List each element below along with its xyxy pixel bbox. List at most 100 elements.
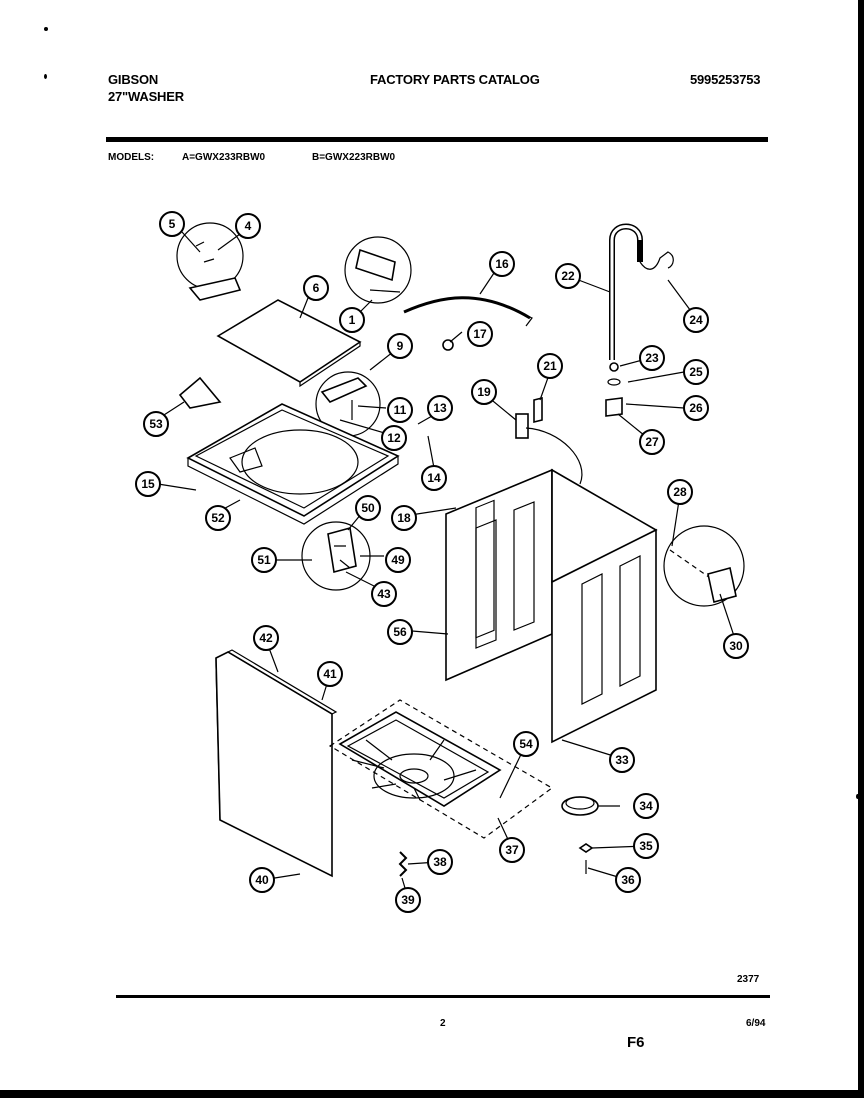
models-label: MODELS: — [108, 152, 155, 163]
callout-28: 28 — [667, 479, 693, 505]
callout-number: 25 — [689, 365, 703, 379]
callout-30: 30 — [723, 633, 749, 659]
callout-number: 54 — [519, 737, 533, 751]
callout-circle — [723, 633, 749, 659]
callout-number: 22 — [561, 269, 575, 283]
callout-circle — [303, 275, 329, 301]
model-a: A=GWX233RBW0 — [182, 152, 266, 163]
callout-number: 52 — [211, 511, 225, 525]
scan-edge-right — [858, 0, 864, 1098]
scan-speck — [44, 27, 48, 31]
callout-number: 34 — [639, 799, 653, 813]
callout-number: 38 — [433, 855, 447, 869]
callout-36: 36 — [615, 867, 641, 893]
callout-circle — [537, 353, 563, 379]
callout-circle — [615, 867, 641, 893]
callout-circle — [381, 425, 407, 451]
callout-number: 5 — [169, 217, 176, 231]
callout-19: 19 — [471, 379, 497, 405]
callout-50: 50 — [355, 495, 381, 521]
callout-circle — [427, 849, 453, 875]
callout-number: 51 — [257, 553, 271, 567]
callout-51: 51 — [251, 547, 277, 573]
detail-inset-latch — [301, 521, 371, 591]
callout-circle — [385, 547, 411, 573]
callout-circle — [667, 479, 693, 505]
callout-33: 33 — [609, 747, 635, 773]
callout-38: 38 — [427, 849, 453, 875]
callout-number: 50 — [361, 501, 375, 515]
callout-circle — [339, 307, 365, 333]
callout-circle — [355, 495, 381, 521]
callout-circle — [639, 429, 665, 455]
callout-number: 4 — [245, 219, 252, 233]
callout-circle — [467, 321, 493, 347]
callout-number: 30 — [729, 639, 743, 653]
callout-number: 9 — [397, 339, 404, 353]
base-frame — [328, 699, 554, 839]
callout-12: 12 — [381, 425, 407, 451]
callout-circle — [395, 887, 421, 913]
callout-27: 27 — [639, 429, 665, 455]
callout-number: 1 — [349, 313, 356, 327]
callout-35: 35 — [633, 833, 659, 859]
callout-number: 28 — [673, 485, 687, 499]
gasket-part — [178, 376, 222, 409]
figure-label: F6 — [627, 1034, 645, 1051]
callout-number: 53 — [149, 417, 163, 431]
callout-41: 41 — [317, 661, 343, 687]
header-rule — [106, 137, 768, 142]
callout-number: 14 — [427, 471, 441, 485]
callout-circle — [205, 505, 231, 531]
callout-number: 16 — [495, 257, 509, 271]
callout-number: 19 — [477, 385, 491, 399]
callout-5: 5 — [159, 211, 185, 237]
detail-inset-motor-mount — [663, 525, 745, 607]
callout-number: 56 — [393, 625, 407, 639]
callout-circle — [253, 625, 279, 651]
callout-circle — [639, 345, 665, 371]
top-panel — [186, 403, 400, 525]
callout-42: 42 — [253, 625, 279, 651]
callout-number: 15 — [141, 477, 155, 491]
callout-9: 9 — [387, 333, 413, 359]
callout-34: 34 — [633, 793, 659, 819]
callout-40: 40 — [249, 867, 275, 893]
product-name: 27"WASHER — [108, 89, 184, 104]
callout-circle — [499, 837, 525, 863]
callout-number: 24 — [689, 313, 703, 327]
callout-number: 21 — [543, 359, 557, 373]
callout-circle — [387, 619, 413, 645]
callout-26: 26 — [683, 395, 709, 421]
callout-54: 54 — [513, 731, 539, 757]
callout-circle — [317, 661, 343, 687]
callout-number: 36 — [621, 873, 635, 887]
callout-number: 39 — [401, 893, 415, 907]
callout-number: 17 — [473, 327, 487, 341]
footer-rule — [116, 995, 770, 998]
callout-circle — [235, 213, 261, 239]
callout-13: 13 — [427, 395, 453, 421]
callout-circle — [371, 581, 397, 607]
detail-inset-lid-hinge — [176, 222, 244, 301]
callout-circle — [387, 333, 413, 359]
callout-1: 1 — [339, 307, 365, 333]
callout-number: 42 — [259, 631, 273, 645]
callout-number: 33 — [615, 753, 629, 767]
callout-number: 6 — [313, 281, 320, 295]
callout-21: 21 — [537, 353, 563, 379]
front-panel — [215, 649, 338, 878]
callout-22: 22 — [555, 263, 581, 289]
callouts: 1456911121314151617181921222324252627283… — [135, 211, 749, 913]
callout-number: 49 — [391, 553, 405, 567]
page-number: 2 — [440, 1018, 446, 1029]
callout-37: 37 — [499, 837, 525, 863]
callout-circle — [421, 465, 447, 491]
callout-circle — [513, 731, 539, 757]
callout-53: 53 — [143, 411, 169, 437]
callout-number: 26 — [689, 401, 703, 415]
callout-23: 23 — [639, 345, 665, 371]
cabinet — [445, 468, 658, 744]
